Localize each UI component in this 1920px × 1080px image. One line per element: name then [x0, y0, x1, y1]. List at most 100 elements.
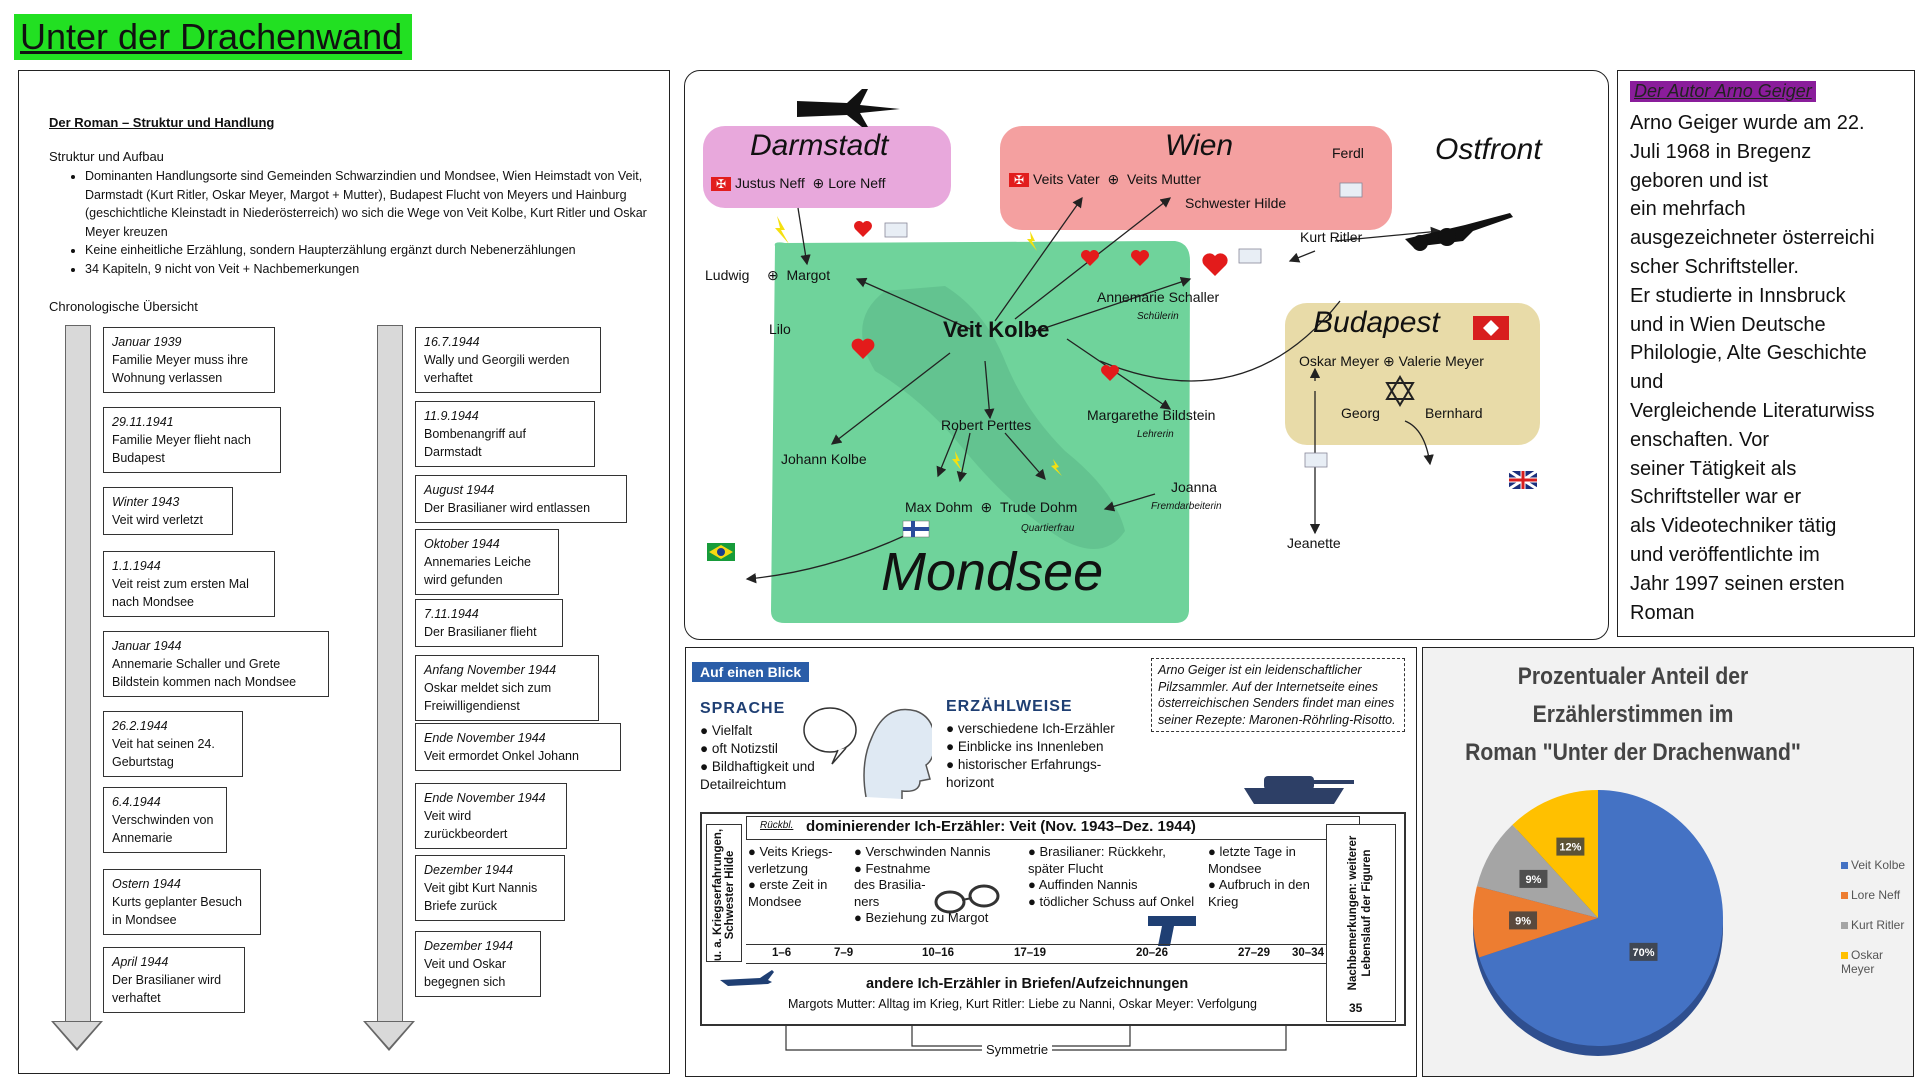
structure-heading: Der Roman – Struktur und Handlung [49, 115, 275, 130]
pie-chart-panel: Prozentualer Anteil der Erzählerstimmen … [1422, 647, 1914, 1077]
author-line: Roman [1630, 601, 1695, 624]
dominant-narrator: dominierender Ich-Erzähler: Veit (Nov. 1… [806, 818, 1196, 835]
sprache-list: ● Vielfalt ● oft Notizstil ● Bildhaftigk… [700, 723, 815, 792]
author-line: scher Schriftsteller. [1630, 255, 1799, 278]
sprache-heading: SPRACHE [700, 700, 786, 717]
pistol-icon [1148, 916, 1196, 946]
timeline-text: Wally und Georgili werden verhaftet [424, 353, 570, 385]
author-line: und veröffentlichte im [1630, 543, 1820, 566]
overview-title: Auf einen Blick [692, 662, 810, 682]
author-line: Philologie, Alte Geschichte [1630, 342, 1867, 365]
legend-entry: Kurt Ritler [1841, 918, 1904, 932]
col-2: ● Verschwinden Nannis ● Festnahme des Br… [854, 844, 991, 925]
label-lilo: Lilo [769, 321, 791, 337]
timeline-text: Der Brasilianer wird verhaftet [112, 973, 222, 1005]
label-jeanette: Jeanette [1287, 535, 1341, 551]
author-line: Vergleichende Literaturwiss [1630, 399, 1875, 422]
handcuffs-icon [934, 884, 1000, 914]
author-text: Arno Geiger wurde am 22.Juli 1968 in Bre… [1630, 109, 1908, 627]
timeline-text: Der Brasilianer wird entlassen [424, 501, 591, 515]
label-annemarie: Annemarie Schaller [1097, 289, 1220, 305]
page-title: Unter der Drachenwand [14, 14, 412, 60]
author-line: enschaften. Vor [1630, 428, 1769, 451]
col-3: ● Brasilianer: Rückkehr, später Flucht ●… [1028, 844, 1195, 909]
region-mondsee: Mondsee [881, 542, 1104, 602]
chronology-title: Chronologische Übersicht [49, 299, 198, 314]
region-darmstadt: Darmstadt [750, 129, 889, 162]
timeline-date: Ende November 1944 [424, 791, 546, 805]
side-right-label: Nachbemerkungen: weiterer Lebenslauf der… [1326, 824, 1396, 1022]
legend-entry: Lore Neff [1841, 888, 1900, 902]
timeline-text: Kurts geplanter Besuch in Mondsee [112, 895, 242, 927]
timeline-text: Veit gibt Kurt Nannis Briefe zurück [424, 881, 538, 913]
label-hilde: Schwester Hilde [1185, 195, 1287, 211]
label-margarethe: Margarethe Bildstein [1087, 407, 1216, 423]
character-map: Darmstadt Wien Ostfront Budapest Mondsee… [684, 70, 1609, 640]
label-lehrerin: Lehrerin [1137, 429, 1174, 440]
legend-entry: Oskar Meyer [1841, 948, 1913, 976]
legend-label: Kurt Ritler [1851, 918, 1905, 932]
timeline-date: Januar 1944 [112, 639, 182, 653]
timeline-date: Dezember 1944 [424, 939, 513, 953]
timeline-date: Dezember 1944 [424, 863, 513, 877]
pie-label-bg [1509, 911, 1538, 930]
label-robert: Robert Perttes [941, 417, 1032, 433]
author-panel: Der Autor Arno Geiger Arno Geiger wurde … [1617, 70, 1915, 637]
swastika-icon: ✠ [711, 177, 731, 192]
label-joanna: Joanna [1171, 479, 1217, 495]
bullet-item: Keine einheitliche Erzählung, sondern Ha… [85, 241, 665, 260]
head-speech-icon [803, 707, 932, 799]
label-ludwig: Ludwig [705, 267, 750, 283]
structure-panel: Der Roman – Struktur und Handlung Strukt… [18, 70, 670, 1074]
label-oskar: Oskar Meyer ⊕ Valerie Meyer [1299, 353, 1484, 369]
legend-swatch [1841, 862, 1848, 869]
andere-erzaehler: andere Ich-Erzähler in Briefen/Aufzeichn… [866, 976, 1189, 992]
map-graphic [703, 89, 1540, 623]
region-budapest: Budapest [1313, 306, 1440, 339]
author-line: Arno Geiger wurde am 22. [1630, 112, 1865, 134]
bullet-item: 34 Kapiteln, 9 nicht von Veit + Nachbeme… [85, 260, 665, 279]
timeline-text: Der Brasilianer flieht [424, 625, 537, 639]
author-line: seiner Tätigkeit als [1630, 457, 1797, 480]
author-line: Er studierte in Innsbruck [1630, 284, 1846, 307]
label-georg: Georg [1341, 405, 1380, 421]
structure-subheading: Struktur und Aufbau [49, 149, 164, 164]
pilz-note: Arno Geiger ist ein leidenschaftlicher P… [1151, 658, 1405, 732]
timeline-date: 1.1.1944 [112, 559, 161, 573]
chart-title: Prozentualer Anteil der Erzählerstimmen … [1465, 663, 1801, 766]
timeline-date: Januar 1939 [112, 335, 182, 349]
legend-label: Lore Neff [1851, 888, 1901, 902]
pie-chart: 70%9%9%12% [1473, 790, 1723, 1056]
chapter-strip: 1–6 7–9 10–16 17–19 20–26 27–29 30–34 [746, 944, 1326, 964]
bullet-item: Dominanten Handlungsorte sind Gemeinden … [85, 167, 665, 241]
author-heading: Der Autor Arno Geiger [1630, 81, 1816, 102]
timeline-date: Winter 1943 [112, 495, 180, 509]
label-fremdarbeiterin: Fremdarbeiterin [1151, 501, 1222, 512]
pie-label-bg [1519, 869, 1548, 888]
author-line: als Videotechniker tätig [1630, 515, 1837, 538]
author-line: ausgezeichneter österreichi [1630, 227, 1875, 250]
timeline-text: Verschwinden von Annemarie [112, 813, 214, 845]
legend-swatch [1841, 892, 1848, 899]
timeline-text: Veit wird zurückbeordert [424, 809, 508, 841]
col-1: ● Veits Kriegs-verletzung ● erste Zeit i… [748, 844, 833, 909]
timeline-frame [700, 812, 1406, 1026]
timeline-date: April 1944 [112, 955, 169, 969]
legend-entry: Veit Kolbe [1841, 858, 1905, 872]
timeline-date: 16.7.1944 [424, 335, 480, 349]
region-ostfront: Ostfront [1435, 133, 1542, 166]
timeline-text: Veit hat seinen 24. Geburtstag [112, 737, 215, 769]
timeline-text: Veit reist zum ersten Mal nach Mondsee [112, 577, 249, 609]
side-left-label: u. a. Kriegserfahrungen, Schwester Hilde [706, 824, 742, 962]
